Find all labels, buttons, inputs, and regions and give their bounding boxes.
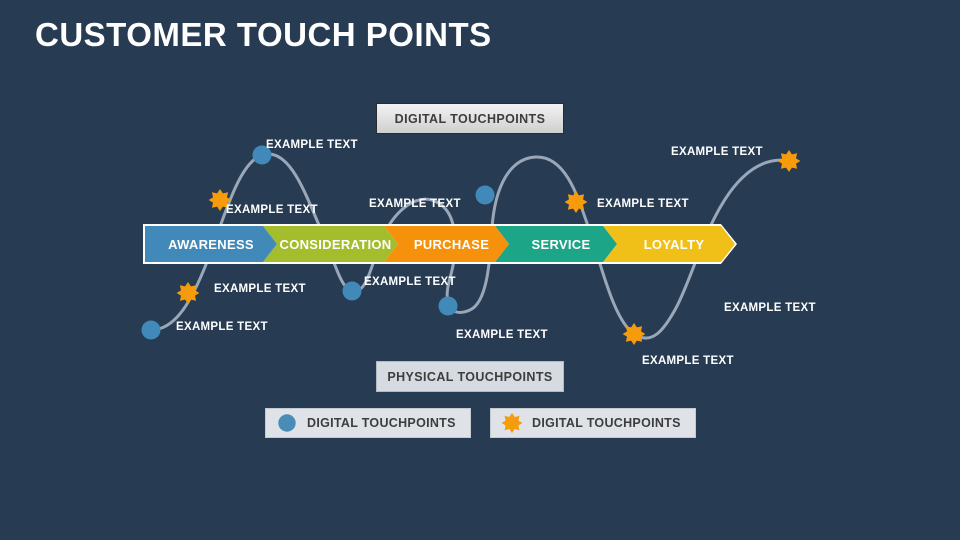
physical-touchpoints-tag: PHYSICAL TOUCHPOINTS	[376, 361, 564, 392]
digital-touchpoints-tag: DIGITAL TOUCHPOINTS	[376, 103, 564, 134]
touchpoint-label: EXAMPLE TEXT	[214, 283, 306, 295]
touchpoint-label: EXAMPLE TEXT	[364, 276, 456, 288]
legend-item-digital-star[interactable]: DIGITAL TOUCHPOINTS	[490, 408, 696, 438]
touchpoint-label: EXAMPLE TEXT	[597, 198, 689, 210]
touchpoint-label: EXAMPLE TEXT	[642, 355, 734, 367]
journey-stage-label: CONSIDERATION	[279, 236, 392, 252]
legend-label: DIGITAL TOUCHPOINTS	[532, 416, 681, 430]
touchpoint-label: EXAMPLE TEXT	[671, 146, 763, 158]
legend-item-digital-circle[interactable]: DIGITAL TOUCHPOINTS	[265, 408, 471, 438]
journey-stage-label: AWARENESS	[168, 236, 254, 252]
touchpoint-marker-layer	[141, 145, 801, 345]
journey-stage-label: SERVICE	[531, 236, 591, 252]
digital-touchpoint-circle-marker[interactable]	[141, 320, 161, 340]
digital-touchpoint-circle-marker[interactable]	[438, 296, 458, 316]
journey-stage-label: PURCHASE	[413, 236, 490, 252]
journey-stage-service[interactable]: SERVICE	[495, 226, 617, 262]
digital-touchpoint-circle-marker[interactable]	[342, 281, 362, 301]
legend-label: DIGITAL TOUCHPOINTS	[307, 416, 456, 430]
star-burst-marker-icon	[501, 412, 523, 434]
digital-touchpoint-circle-marker[interactable]	[252, 145, 272, 165]
journey-stage-loyalty[interactable]: LOYALTY	[603, 226, 735, 262]
page-title: CUSTOMER TOUCH POINTS	[35, 16, 492, 53]
journey-stage-purchase[interactable]: PURCHASE	[384, 226, 509, 262]
touchpoint-label: EXAMPLE TEXT	[724, 302, 816, 314]
touchpoint-label: EXAMPLE TEXT	[369, 198, 461, 210]
touchpoint-label: EXAMPLE TEXT	[176, 321, 268, 333]
touchpoint-label: EXAMPLE TEXT	[226, 204, 318, 216]
touchpoint-label: EXAMPLE TEXT	[266, 139, 358, 151]
physical-touchpoint-star-marker[interactable]	[622, 323, 646, 345]
touchpoint-label: EXAMPLE TEXT	[456, 329, 548, 341]
digital-touchpoint-circle-marker[interactable]	[475, 185, 495, 205]
physical-touchpoint-star-marker[interactable]	[777, 150, 801, 172]
journey-stage-label: LOYALTY	[643, 236, 705, 252]
journey-stage-consideration[interactable]: CONSIDERATION	[263, 226, 398, 262]
customer-journey-stage-bar: AWARENESS CONSIDERATION PURCHASE SERVICE LOY…	[145, 226, 735, 262]
physical-touchpoint-star-marker[interactable]	[176, 282, 200, 304]
physical-touchpoint-star-marker[interactable]	[564, 191, 588, 213]
circle-marker-icon	[278, 414, 296, 432]
journey-stage-awareness[interactable]: AWARENESS	[145, 226, 277, 262]
